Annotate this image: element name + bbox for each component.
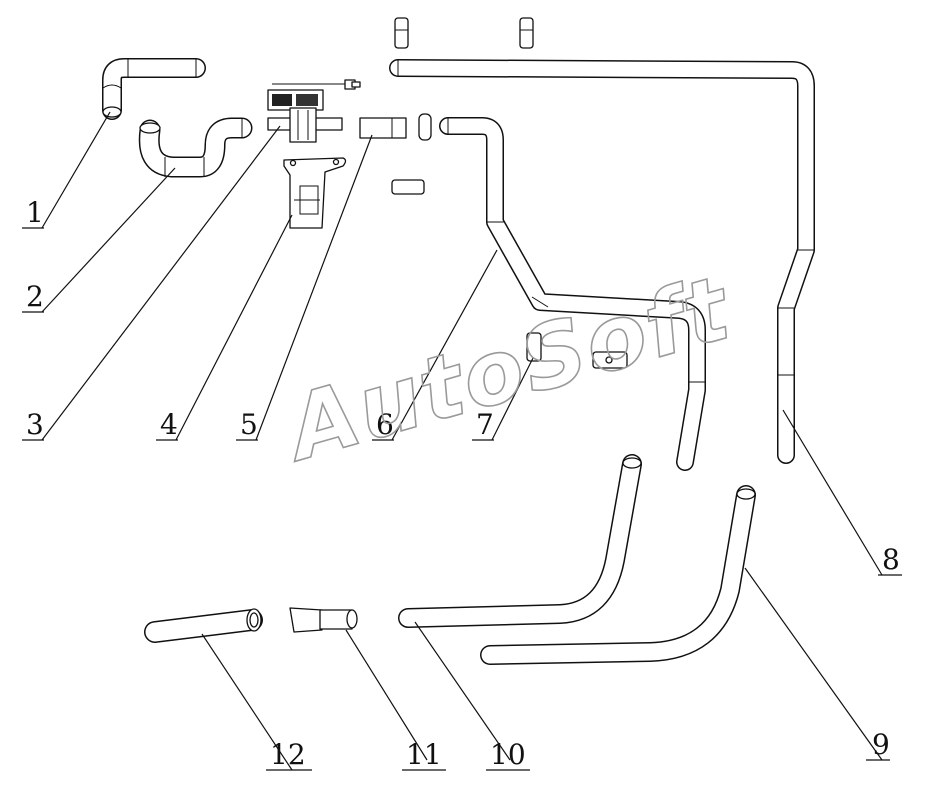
part-3-valve-assembly	[267, 79, 361, 143]
part-2-s-hose	[138, 117, 253, 178]
svg-text:7: 7	[476, 408, 494, 441]
part-7-fittings	[526, 332, 628, 369]
leader-lines	[41, 111, 883, 771]
svg-text:11: 11	[406, 738, 442, 771]
part-10-curved-hose	[398, 454, 642, 628]
svg-text:1: 1	[26, 196, 44, 229]
svg-text:9: 9	[872, 728, 890, 761]
part-12-short-tube	[144, 608, 263, 643]
callout-7: 7	[472, 408, 494, 441]
watermark-text: AutoSoft	[272, 256, 743, 482]
svg-text:5: 5	[240, 408, 258, 441]
svg-text:12: 12	[270, 738, 306, 771]
svg-text:3: 3	[26, 408, 44, 441]
part-5-sleeve	[359, 113, 432, 195]
part-1-elbow-hose	[102, 58, 206, 120]
part-8-long-pipe	[389, 59, 815, 464]
part-9-curved-hose	[480, 485, 756, 665]
svg-text:10: 10	[490, 738, 526, 771]
callout-11: 11	[402, 738, 446, 771]
callout-3: 3	[22, 408, 44, 441]
top-fitting-left	[394, 17, 409, 49]
callout-2: 2	[22, 280, 44, 313]
callout-1: 1	[22, 196, 44, 229]
svg-text:2: 2	[26, 280, 44, 313]
callout-4: 4	[156, 408, 178, 441]
callout-10: 10	[486, 738, 530, 771]
svg-text:8: 8	[882, 543, 900, 576]
part-4-bracket	[283, 157, 347, 229]
callout-6: 6	[372, 408, 394, 441]
callout-12: 12	[266, 738, 312, 771]
part-11-reducer	[289, 607, 358, 633]
svg-text:6: 6	[376, 408, 394, 441]
part-6-bent-pipe	[439, 117, 706, 471]
callout-9: 9	[866, 728, 890, 761]
callout-8: 8	[878, 543, 902, 576]
top-fitting-right	[519, 17, 534, 49]
svg-text:4: 4	[160, 408, 178, 441]
callout-5: 5	[236, 408, 258, 441]
